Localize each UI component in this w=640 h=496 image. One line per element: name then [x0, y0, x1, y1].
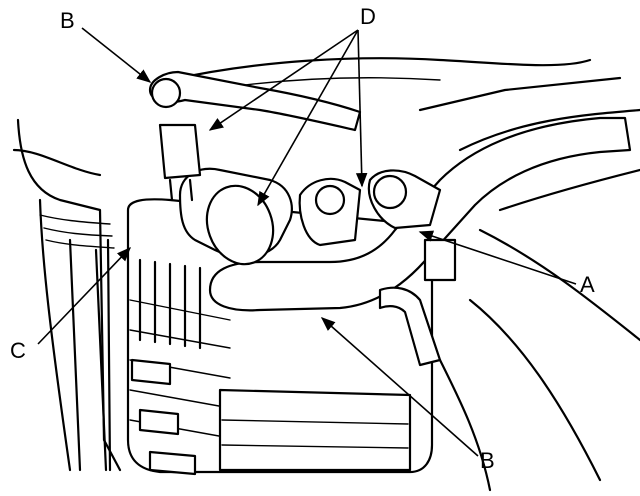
leader-d-3 [355, 29, 368, 188]
leader-c [37, 246, 131, 345]
background-structure [12, 57, 640, 492]
callout-c: C [10, 338, 26, 363]
callout-b-top: B [60, 8, 75, 33]
callout-b-bottom: B [480, 448, 495, 473]
leader-lines [37, 27, 577, 457]
callout-d: D [360, 4, 376, 29]
leader-d-1 [208, 29, 359, 131]
leader-a [418, 230, 577, 285]
vent-valves [158, 123, 442, 266]
leader-b-bottom [320, 317, 479, 457]
leader-b-top [81, 27, 152, 83]
leader-d-2 [257, 29, 359, 207]
callout-a: A [580, 272, 595, 297]
